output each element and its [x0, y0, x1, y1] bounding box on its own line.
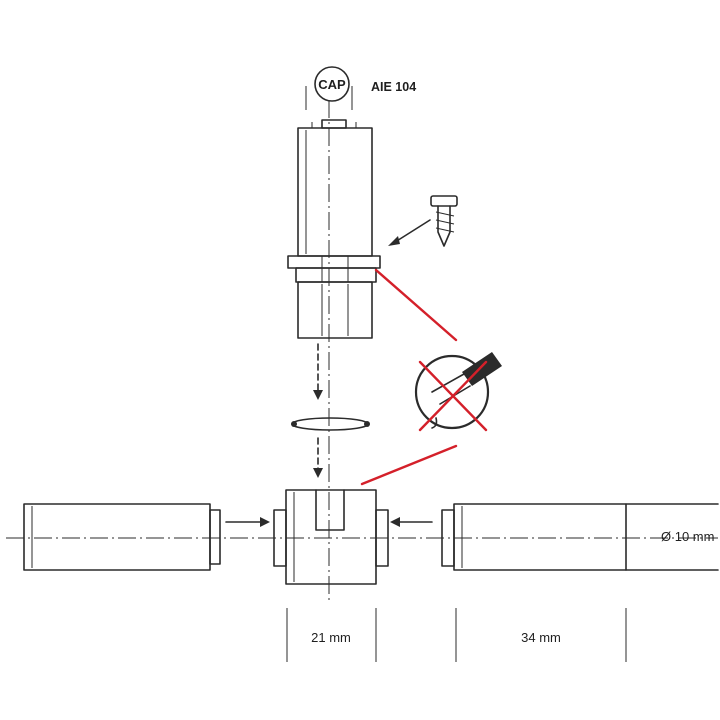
tee-fitting [273, 489, 389, 585]
sensor-body [287, 119, 381, 339]
left-pipe-body [23, 503, 211, 571]
tee-body [285, 489, 377, 585]
down-arrow-head-1 [313, 390, 323, 400]
cross-stroke-2 [418, 360, 488, 432]
sensor-tab [321, 119, 347, 129]
width-right-label: 34 mm [521, 630, 561, 645]
o-ring-edge [364, 421, 370, 427]
crossed-out-tool-icon [414, 352, 502, 432]
sensor-nut-lower [295, 267, 377, 283]
cap-bracket [305, 86, 353, 110]
tool-drip [431, 417, 438, 429]
width-left-label: 21 mm [311, 630, 351, 645]
right-pipe-body [453, 503, 627, 571]
down-arrow-head-2 [313, 468, 323, 478]
screw-shank [437, 205, 451, 247]
left-insert-arrow-head [260, 517, 270, 527]
right-insert-arrow-head [390, 517, 400, 527]
sensor-nut [287, 255, 381, 269]
screw-thread [435, 211, 455, 233]
warning-line-bottom [360, 444, 458, 486]
o-ring-edge [291, 421, 297, 427]
o-ring [291, 417, 369, 431]
screw-arrow-head [388, 236, 400, 246]
screw-icon [430, 195, 458, 247]
dimension-markers [286, 608, 627, 662]
cap-circle [314, 66, 350, 102]
tee-right-collar [375, 509, 389, 567]
right-pipe-extension [625, 503, 719, 571]
right-pipe [441, 503, 719, 571]
left-pipe-end [209, 509, 221, 565]
screw-head [430, 195, 458, 207]
sensor-shank [297, 281, 373, 339]
model-label: AIE 104 [371, 80, 416, 94]
left-pipe [23, 503, 221, 571]
diameter-label: Ø 10 mm [661, 529, 714, 544]
sensor-cylinder [297, 127, 373, 257]
cap-badge: CAP [305, 66, 353, 110]
cap-label: CAP [318, 77, 346, 92]
warning-line-top [374, 268, 458, 342]
tee-socket [315, 489, 345, 531]
